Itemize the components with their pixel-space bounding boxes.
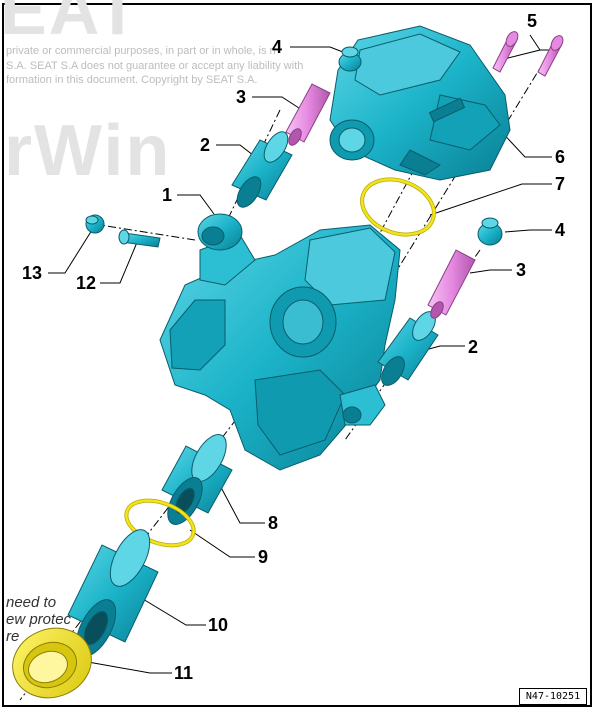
part-11-dust-boot: [12, 627, 92, 699]
callout-8: 8: [268, 513, 279, 533]
part-3-guide-bolt-lower: [427, 249, 476, 319]
watermark-line-2: S.A. SEAT S.A does not guarantee or acce…: [6, 60, 304, 72]
part-3-guide-bolt-upper: [285, 83, 331, 146]
part-12-bleeder-screw: [118, 229, 161, 248]
callout-5: 5: [527, 11, 538, 31]
watermark-big-top: EAT: [0, 0, 141, 49]
part-8-piston-seal: [161, 434, 233, 525]
part-5-screws: [492, 31, 564, 77]
part-4-cap-lower: [477, 217, 503, 246]
callout-9: 9: [258, 547, 269, 567]
watermark-note-1: need to: [6, 594, 57, 611]
callout-4-lower: 4: [555, 220, 566, 240]
callout-7: 7: [555, 174, 566, 194]
part-6-actuator-motor: [329, 25, 511, 181]
callout-3-lower: 3: [516, 260, 527, 280]
callout-12: 12: [76, 273, 97, 293]
part-2-guide-sleeve-upper: [231, 131, 293, 208]
part-7-o-ring: [360, 177, 436, 237]
part-2-guide-sleeve-lower: [377, 311, 439, 386]
drawing-code: N47-10251: [519, 688, 587, 705]
callout-10: 10: [208, 615, 229, 635]
callout-2-lower: 2: [468, 337, 479, 357]
callout-6: 6: [555, 147, 566, 167]
watermark-note-3: re: [6, 628, 20, 645]
leader-lines: [48, 34, 552, 674]
caliper-housing: [159, 224, 401, 471]
watermark-line-1: private or commercial purposes, in part …: [6, 45, 276, 57]
callout-11: 11: [174, 663, 194, 683]
watermark-big-mid: rWin: [4, 111, 172, 191]
watermark-note-2: ew protec: [6, 611, 72, 628]
part-10-piston: [67, 529, 159, 657]
part-4-cap-upper: [338, 46, 362, 72]
part-9-seal-ring: [124, 498, 196, 548]
callout-4-upper: 4: [272, 37, 283, 57]
callout-2-upper: 2: [200, 135, 211, 155]
callout-1: 1: [162, 185, 173, 205]
callout-13: 13: [22, 263, 43, 283]
watermark-line-3: formation in this document. Copyright by…: [6, 74, 258, 86]
callout-3-upper: 3: [236, 87, 247, 107]
part-1-guide-bushing: [197, 213, 243, 251]
part-13-dust-cap: [85, 214, 105, 234]
